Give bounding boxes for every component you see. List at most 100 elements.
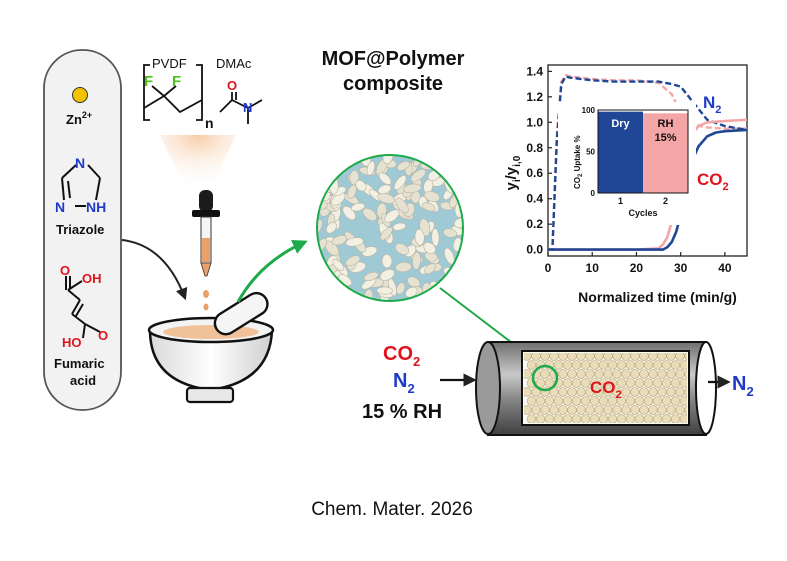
column-bead <box>526 414 537 423</box>
column-bead <box>571 360 582 370</box>
column-bead <box>670 378 681 388</box>
bead <box>410 168 426 182</box>
column-bead <box>562 396 573 406</box>
repeat-n: n <box>205 115 214 131</box>
column-bead <box>643 360 654 370</box>
column-bead <box>558 387 568 397</box>
y-tick-label: 1.4 <box>526 64 543 78</box>
y-tick-label: 1.0 <box>526 115 543 129</box>
column-bead <box>684 405 687 415</box>
column-bead <box>562 378 573 388</box>
bead <box>395 197 409 213</box>
bead <box>331 235 347 246</box>
bead <box>345 255 361 267</box>
column-bead <box>648 369 658 379</box>
column-bead <box>571 378 582 388</box>
bead <box>362 207 377 222</box>
column-bead <box>598 414 609 423</box>
column-bead <box>675 387 685 397</box>
bead <box>454 159 462 177</box>
column-bead <box>670 360 681 370</box>
bead <box>396 282 406 295</box>
bead <box>442 168 460 178</box>
inset-x-tick-label: 1 <box>618 196 623 206</box>
triazole-structure-icon <box>61 164 101 207</box>
column-bead <box>661 378 672 388</box>
bead <box>381 254 393 269</box>
bead <box>382 156 394 165</box>
x-axis-label: Normalized time (min/g) <box>578 289 737 305</box>
adsorption-column: CO2 <box>475 341 717 436</box>
bead <box>423 242 436 255</box>
column-bead <box>661 396 672 406</box>
column-bead <box>670 396 681 406</box>
column-bead <box>652 378 663 388</box>
column-bead <box>580 414 591 423</box>
column-bead <box>684 369 687 379</box>
inset-bar-label: RH <box>658 118 674 130</box>
feed-co2-label: CO2 <box>383 343 420 369</box>
dropper-glow <box>160 135 236 190</box>
column-bead <box>661 360 672 370</box>
column-bead <box>567 387 577 397</box>
inset-bar-label: 15% <box>654 132 676 144</box>
column-bead <box>553 414 564 423</box>
column-bead <box>666 405 676 415</box>
feed-rh-label: 15 % RH <box>362 401 442 423</box>
column-bead <box>679 414 687 423</box>
column-bead <box>589 360 600 370</box>
column-bead <box>576 405 586 415</box>
bead <box>377 192 396 204</box>
bead <box>331 156 344 166</box>
bead <box>380 226 393 241</box>
column-bead <box>621 387 631 397</box>
inset-x-tick-label: 2 <box>663 196 668 206</box>
column-bead <box>607 414 618 423</box>
column-bead <box>661 414 672 423</box>
column-bead <box>580 360 591 370</box>
fumaric-ho-bottom: HO <box>62 335 82 350</box>
column-bead <box>540 405 550 415</box>
feed-n2-label: N2 <box>393 370 415 396</box>
column-bead <box>666 369 676 379</box>
bead <box>394 243 410 255</box>
bead <box>424 263 437 275</box>
column-bead <box>670 414 681 423</box>
fumaric-o-bottom: O <box>98 328 108 343</box>
x-tick-label: 10 <box>586 261 600 275</box>
column-bead <box>616 378 627 388</box>
column-bead <box>589 396 600 406</box>
bead <box>423 190 441 202</box>
reagent-panel: Zn2+ N N NH Triazole O OH HO O <box>43 49 122 411</box>
fumaric-label-line1: Fumaric <box>54 356 105 371</box>
column-bead <box>621 405 631 415</box>
column-bead <box>652 414 663 423</box>
bead <box>322 167 336 177</box>
column-bead <box>571 396 582 406</box>
fumaric-o-top: O <box>60 263 70 278</box>
column-bead <box>553 396 564 406</box>
bead <box>327 156 340 165</box>
composite-beads-image <box>316 154 464 302</box>
column-bead <box>652 360 663 370</box>
column-bead <box>643 414 654 423</box>
column-bead <box>630 405 640 415</box>
bead <box>412 251 421 270</box>
column-outlet-cap <box>695 341 717 435</box>
column-bead <box>549 405 559 415</box>
bead <box>395 262 412 273</box>
triazole-n-left: N <box>55 199 65 215</box>
inset-frame <box>597 109 689 194</box>
dmac-nitrogen: N <box>243 100 252 115</box>
inset-bar <box>643 113 688 193</box>
column-bead <box>598 360 609 370</box>
dropper-icon <box>192 190 220 311</box>
bead <box>396 160 410 171</box>
y-tick-label: 0.8 <box>526 141 543 155</box>
column-bead <box>657 405 667 415</box>
column-bead <box>571 414 582 423</box>
column-bead <box>621 369 631 379</box>
